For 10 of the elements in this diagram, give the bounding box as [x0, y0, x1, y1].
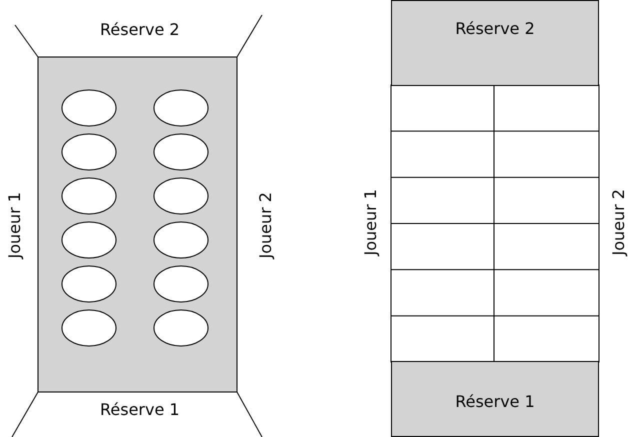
- player-label: Joueur 1: [7, 192, 23, 258]
- player-label: Joueur 2: [611, 189, 627, 256]
- reserve-label: Réserve 1: [455, 394, 535, 410]
- player-label: Joueur 2: [258, 192, 274, 258]
- reserve-label: Réserve 2: [100, 22, 180, 38]
- reserve-box: [391, 361, 599, 437]
- reserve-label: Réserve 1: [100, 402, 180, 418]
- reserve-label: Réserve 2: [455, 21, 535, 37]
- player-label: Joueur 1: [363, 189, 379, 256]
- reserve-box: [391, 0, 599, 86]
